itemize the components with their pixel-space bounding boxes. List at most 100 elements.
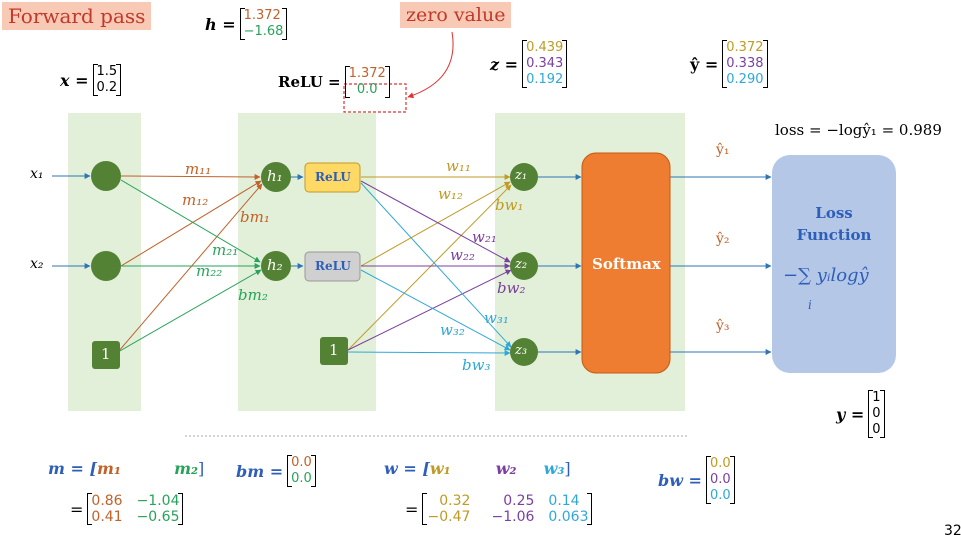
label-bm1: bm₁ <box>240 208 270 226</box>
input-node-1 <box>91 161 121 191</box>
edge-w32 <box>360 269 511 351</box>
loss-box-title: Loss Function <box>772 202 896 246</box>
m-matrix-col2: m₂ <box>174 459 199 478</box>
w-matrix-label: w = [ <box>384 459 430 478</box>
output-label-z3: z₃ <box>515 343 528 358</box>
m-cell-11: −0.65 <box>136 509 180 525</box>
z-vector-v3: 0.192 <box>526 72 564 87</box>
label-m22: m₂₂ <box>196 262 223 280</box>
m-matrix-close: ] <box>198 459 205 478</box>
z-vector-label: z = <box>490 54 519 74</box>
hidden-label-h2: h₂ <box>267 256 283 274</box>
hidden-node-2 <box>261 251 291 281</box>
edge-bw2 <box>347 269 512 351</box>
hidden-label-h1: h₁ <box>267 167 283 185</box>
edge-w31 <box>360 182 512 348</box>
m-cell-10: 0.41 <box>91 509 123 525</box>
bw-vector-v3: 0.0 <box>709 488 731 503</box>
x-vector-label: x = <box>60 70 89 90</box>
x-vector-v1: 1.5 <box>96 64 118 79</box>
m-matrix-label: m = [ <box>48 459 98 478</box>
y-vector-v3: 0 <box>872 422 881 437</box>
relu-vector-v2: 0.0 <box>356 82 378 97</box>
slide-title: Forward pass <box>2 2 152 30</box>
z-vector-v1: 0.439 <box>526 40 564 55</box>
page-number: 32 <box>944 523 961 539</box>
label-w31: w₃₁ <box>484 309 509 327</box>
relu-label-1: ReLU <box>315 170 351 184</box>
edge-w12 <box>360 181 511 267</box>
edge-m12 <box>120 180 262 267</box>
yhat3-label: ŷ₃ <box>716 318 730 334</box>
label-bw2: bw₂ <box>497 279 526 297</box>
w-cell-12: 0.063 <box>548 509 589 525</box>
m-matrix-col1: m₁ <box>97 459 121 478</box>
output-node-1 <box>510 163 538 191</box>
w-cell-11: −1.06 <box>491 509 535 525</box>
zero-highlight-box <box>343 83 407 113</box>
bw-vector-label: bw = <box>658 470 702 490</box>
loss-formula-sub: i <box>808 298 812 312</box>
h-vector-label: h = <box>205 14 236 34</box>
label-w12: w₁₂ <box>438 185 463 203</box>
zero-value-tag: zero value <box>400 2 512 28</box>
input-bias-label: 1 <box>101 345 111 363</box>
w-cell-01: 0.25 <box>503 493 535 509</box>
input-node-2 <box>91 251 121 281</box>
hidden-bias-label: 1 <box>329 341 339 359</box>
w-matrix-col3: w₃ <box>543 459 565 478</box>
bm-vector-v1: 0.0 <box>291 455 312 470</box>
h-vector: h = 1.372 −1.68 <box>205 8 288 40</box>
relu-box-1 <box>304 162 361 193</box>
m-matrix-values: = 0.86−1.04 0.41−0.65 <box>70 493 184 525</box>
relu-vector-label: ReLU = <box>278 73 341 91</box>
input-label-x1: x₁ <box>30 166 44 182</box>
yhat-vector-v2: 0.338 <box>726 56 764 71</box>
yhat-vector-label: ŷ = <box>690 54 719 74</box>
label-m21: m₂₁ <box>212 241 239 259</box>
y-vector: y = 1 0 0 <box>836 390 885 438</box>
output-label-z1: z₁ <box>515 168 528 183</box>
edge-bw3 <box>347 349 511 356</box>
label-bw1: bw₁ <box>495 196 524 214</box>
label-w11: w₁₁ <box>446 157 471 175</box>
x-vector-v2: 0.2 <box>96 80 118 95</box>
w-matrix-col1: w₁ <box>429 459 451 478</box>
y-vector-v1: 1 <box>872 390 881 405</box>
yhat1-label: ŷ₁ <box>716 142 730 158</box>
loss-formula: −∑ yᵢlogŷ <box>783 265 869 286</box>
relu-box-2 <box>304 251 361 282</box>
label-bm2: bm₂ <box>238 286 268 304</box>
w-matrix-eq: = <box>405 499 419 519</box>
yhat-vector: ŷ = 0.372 0.338 0.290 <box>690 40 768 88</box>
label-m11: m₁₁ <box>185 160 212 178</box>
edge-bm1 <box>117 183 263 353</box>
bm-vector-v2: 0.0 <box>291 471 312 486</box>
label-bw3: bw₃ <box>462 356 491 374</box>
yhat-vector-v1: 0.372 <box>726 40 764 55</box>
w-matrix-col2: w₂ <box>495 459 517 478</box>
softmax-label: Softmax <box>592 255 661 273</box>
w-matrix-close: ] <box>564 459 571 478</box>
loss-function-box <box>772 155 896 373</box>
hidden-bias-node <box>320 337 348 365</box>
label-w32: w₃₂ <box>440 321 465 339</box>
label-w21: w₂₁ <box>472 228 497 246</box>
bw-vector-v1: 0.0 <box>709 456 731 471</box>
loss-value: loss = −logŷ₁ = 0.989 <box>775 121 942 139</box>
h-vector-v1: 1.372 <box>243 8 281 23</box>
w-cell-10: −0.47 <box>427 509 471 525</box>
z-vector: z = 0.439 0.343 0.192 <box>490 40 568 88</box>
y-vector-v2: 0 <box>872 406 881 421</box>
output-label-z2: z₂ <box>515 257 528 272</box>
loss-box-title-line2: Function <box>796 226 872 244</box>
input-bias-node <box>92 341 120 369</box>
output-node-2 <box>510 252 538 280</box>
input-label-x2: x₂ <box>30 256 44 272</box>
edge-m11 <box>120 173 261 180</box>
relu-vector-v1: 1.372 <box>348 66 386 81</box>
bm-vector: bm = 0.0 0.0 <box>236 455 316 487</box>
edge-w21 <box>360 180 511 263</box>
